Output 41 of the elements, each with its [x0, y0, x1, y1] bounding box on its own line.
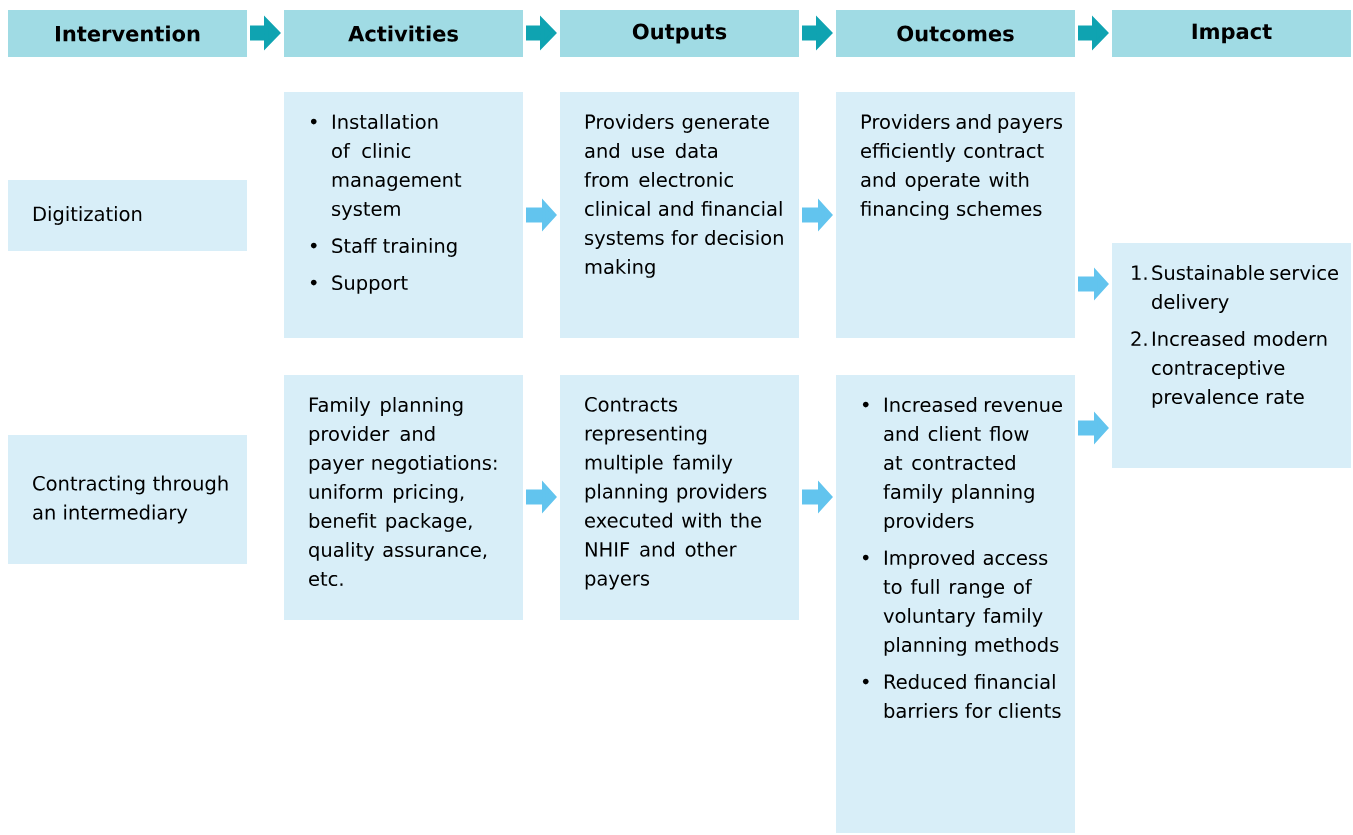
text-box — [284, 92, 523, 338]
box-text: Contracting through an intermediary — [33, 475, 228, 524]
bullet-point: • — [862, 554, 869, 561]
text-box — [836, 375, 1075, 833]
header-text: Outputs — [632, 23, 727, 44]
header-box — [284, 10, 523, 57]
text-box — [560, 92, 799, 338]
list-item: Support — [332, 275, 408, 294]
header-text: Intervention — [56, 25, 200, 42]
list-number: 1. — [1132, 265, 1147, 280]
header-box — [8, 10, 247, 57]
bullet-point: • — [310, 279, 317, 286]
box-text: Digitization — [33, 206, 142, 225]
text-box — [8, 180, 247, 251]
text-box — [836, 92, 1075, 338]
header-box — [836, 10, 1075, 57]
box-text: Providers generate and use data from electronic clinical and financial systems for decision making — [584, 114, 783, 278]
header-text: Outcomes — [897, 25, 1014, 42]
text-box — [560, 375, 799, 620]
bullet-point: • — [310, 242, 317, 249]
header-text: Activities — [348, 25, 458, 42]
box-text: Contracts representing multiple family planning providers executed with the NHIF and other payers — [585, 397, 767, 590]
header-box — [560, 10, 799, 57]
text-box — [8, 435, 247, 564]
list-item: Improved access to full range of voluntary family planning methods — [883, 550, 1059, 656]
bullet-point: • — [862, 678, 869, 685]
text-box — [284, 375, 523, 620]
list-number: 2. — [1131, 331, 1147, 346]
list-item: Staff training — [332, 238, 457, 257]
list-item: Increased revenue and client flow at contracted family planning providers — [883, 397, 1062, 532]
list-item: Reduced financial barriers for clients — [884, 674, 1061, 719]
bullet-point: • — [310, 118, 317, 125]
bullet-point: • — [862, 401, 869, 408]
box-text: Providers and payers efficiently contract and operate with financing schemes — [860, 114, 1063, 220]
list-item: Sustainable service delivery — [1152, 265, 1338, 313]
list-item: Increased modern contraceptive prevalence rate — [1152, 331, 1327, 408]
header-text: Impact — [1192, 23, 1272, 44]
box-text: Family planning provider and payer negotiations: uniform pricing, benefit package, quality assurance, etc. — [309, 397, 497, 587]
text-box — [1112, 243, 1351, 468]
header-box — [1112, 10, 1351, 57]
list-item: Installation of clinic management system — [332, 114, 462, 220]
